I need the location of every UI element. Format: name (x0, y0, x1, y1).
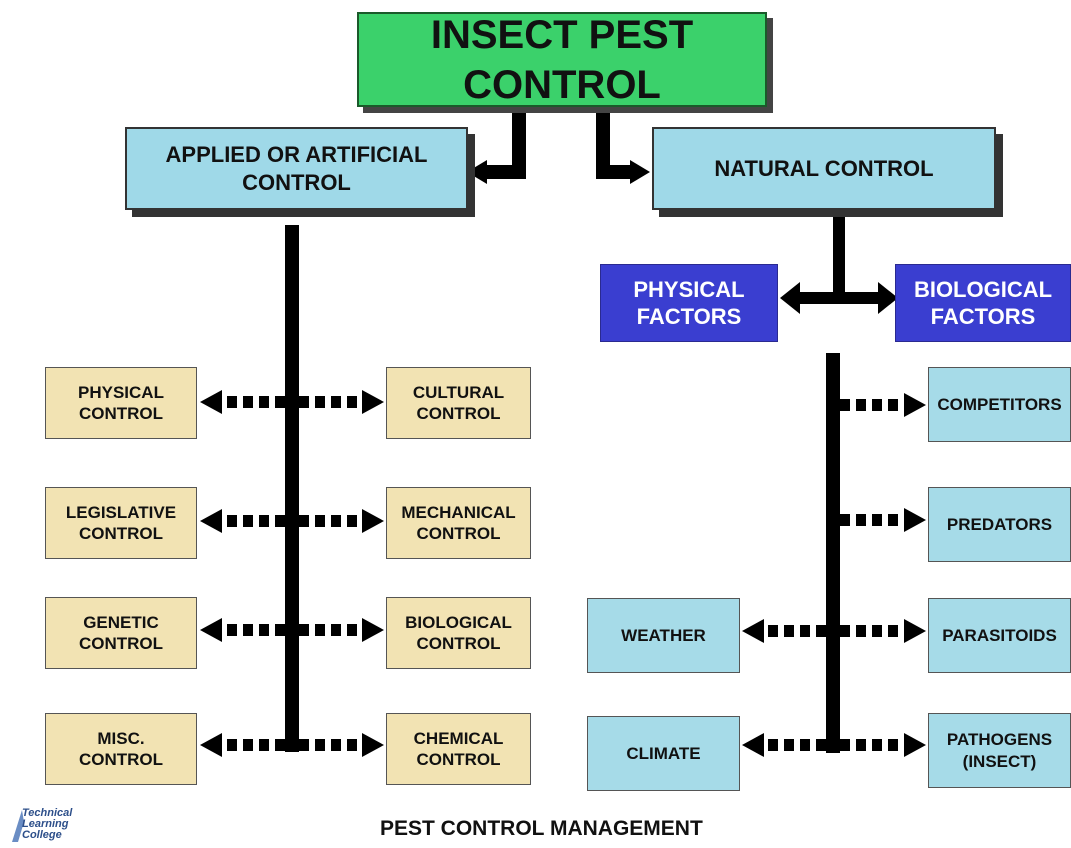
node-misc-control: MISC. CONTROL (45, 713, 197, 785)
logo-line-2: Learning (22, 818, 69, 830)
logo-line-3: College (22, 829, 62, 841)
connector-cultural-control (299, 390, 384, 414)
connector-physical-control (200, 390, 285, 414)
connector-genetic-control (200, 618, 285, 642)
connector-chemical-control (299, 733, 384, 757)
connector-parasitoids (840, 619, 926, 643)
connector-natural-to-factors (780, 210, 898, 314)
connector-biological-control (299, 618, 384, 642)
root-node-insect-pest-control: INSECT PEST CONTROL (357, 12, 767, 107)
node-parasitoids: PARASITOIDS (928, 598, 1071, 673)
connector-misc-control (200, 733, 285, 757)
node-chemical-control: CHEMICAL CONTROL (386, 713, 531, 785)
connector-mechanical-control (299, 509, 384, 533)
node-natural-control: NATURAL CONTROL (652, 127, 996, 210)
node-physical-control: PHYSICAL CONTROL (45, 367, 197, 439)
node-biological-control: BIOLOGICAL CONTROL (386, 597, 531, 669)
connector-root-to-natural (596, 107, 650, 184)
node-climate: CLIMATE (587, 716, 740, 791)
node-pathogens: PATHOGENS (INSECT) (928, 713, 1071, 788)
connector-pathogens (840, 733, 926, 757)
technical-learning-college-logo (12, 810, 24, 842)
node-mechanical-control: MECHANICAL CONTROL (386, 487, 531, 559)
node-cultural-control: CULTURAL CONTROL (386, 367, 531, 439)
node-predators: PREDATORS (928, 487, 1071, 562)
connector-climate (742, 733, 826, 757)
node-legislative-control: LEGISLATIVE CONTROL (45, 487, 197, 559)
connector-competitors (840, 393, 926, 417)
node-biological-factors: BIOLOGICAL FACTORS (895, 264, 1071, 342)
connector-root-to-applied (467, 107, 526, 184)
node-physical-factors: PHYSICAL FACTORS (600, 264, 778, 342)
connector-predators (840, 508, 926, 532)
connector-legislative-control (200, 509, 285, 533)
node-genetic-control: GENETIC CONTROL (45, 597, 197, 669)
natural-trunk (826, 353, 840, 753)
applied-trunk (285, 225, 299, 752)
node-competitors: COMPETITORS (928, 367, 1071, 442)
logo-wordmark: Technical Learning College (22, 808, 72, 841)
logo-line-1: Technical (22, 807, 73, 819)
footer-title: PEST CONTROL MANAGEMENT (380, 817, 703, 840)
node-applied-control: APPLIED OR ARTIFICIAL CONTROL (125, 127, 468, 210)
node-weather: WEATHER (587, 598, 740, 673)
connector-weather (742, 619, 826, 643)
